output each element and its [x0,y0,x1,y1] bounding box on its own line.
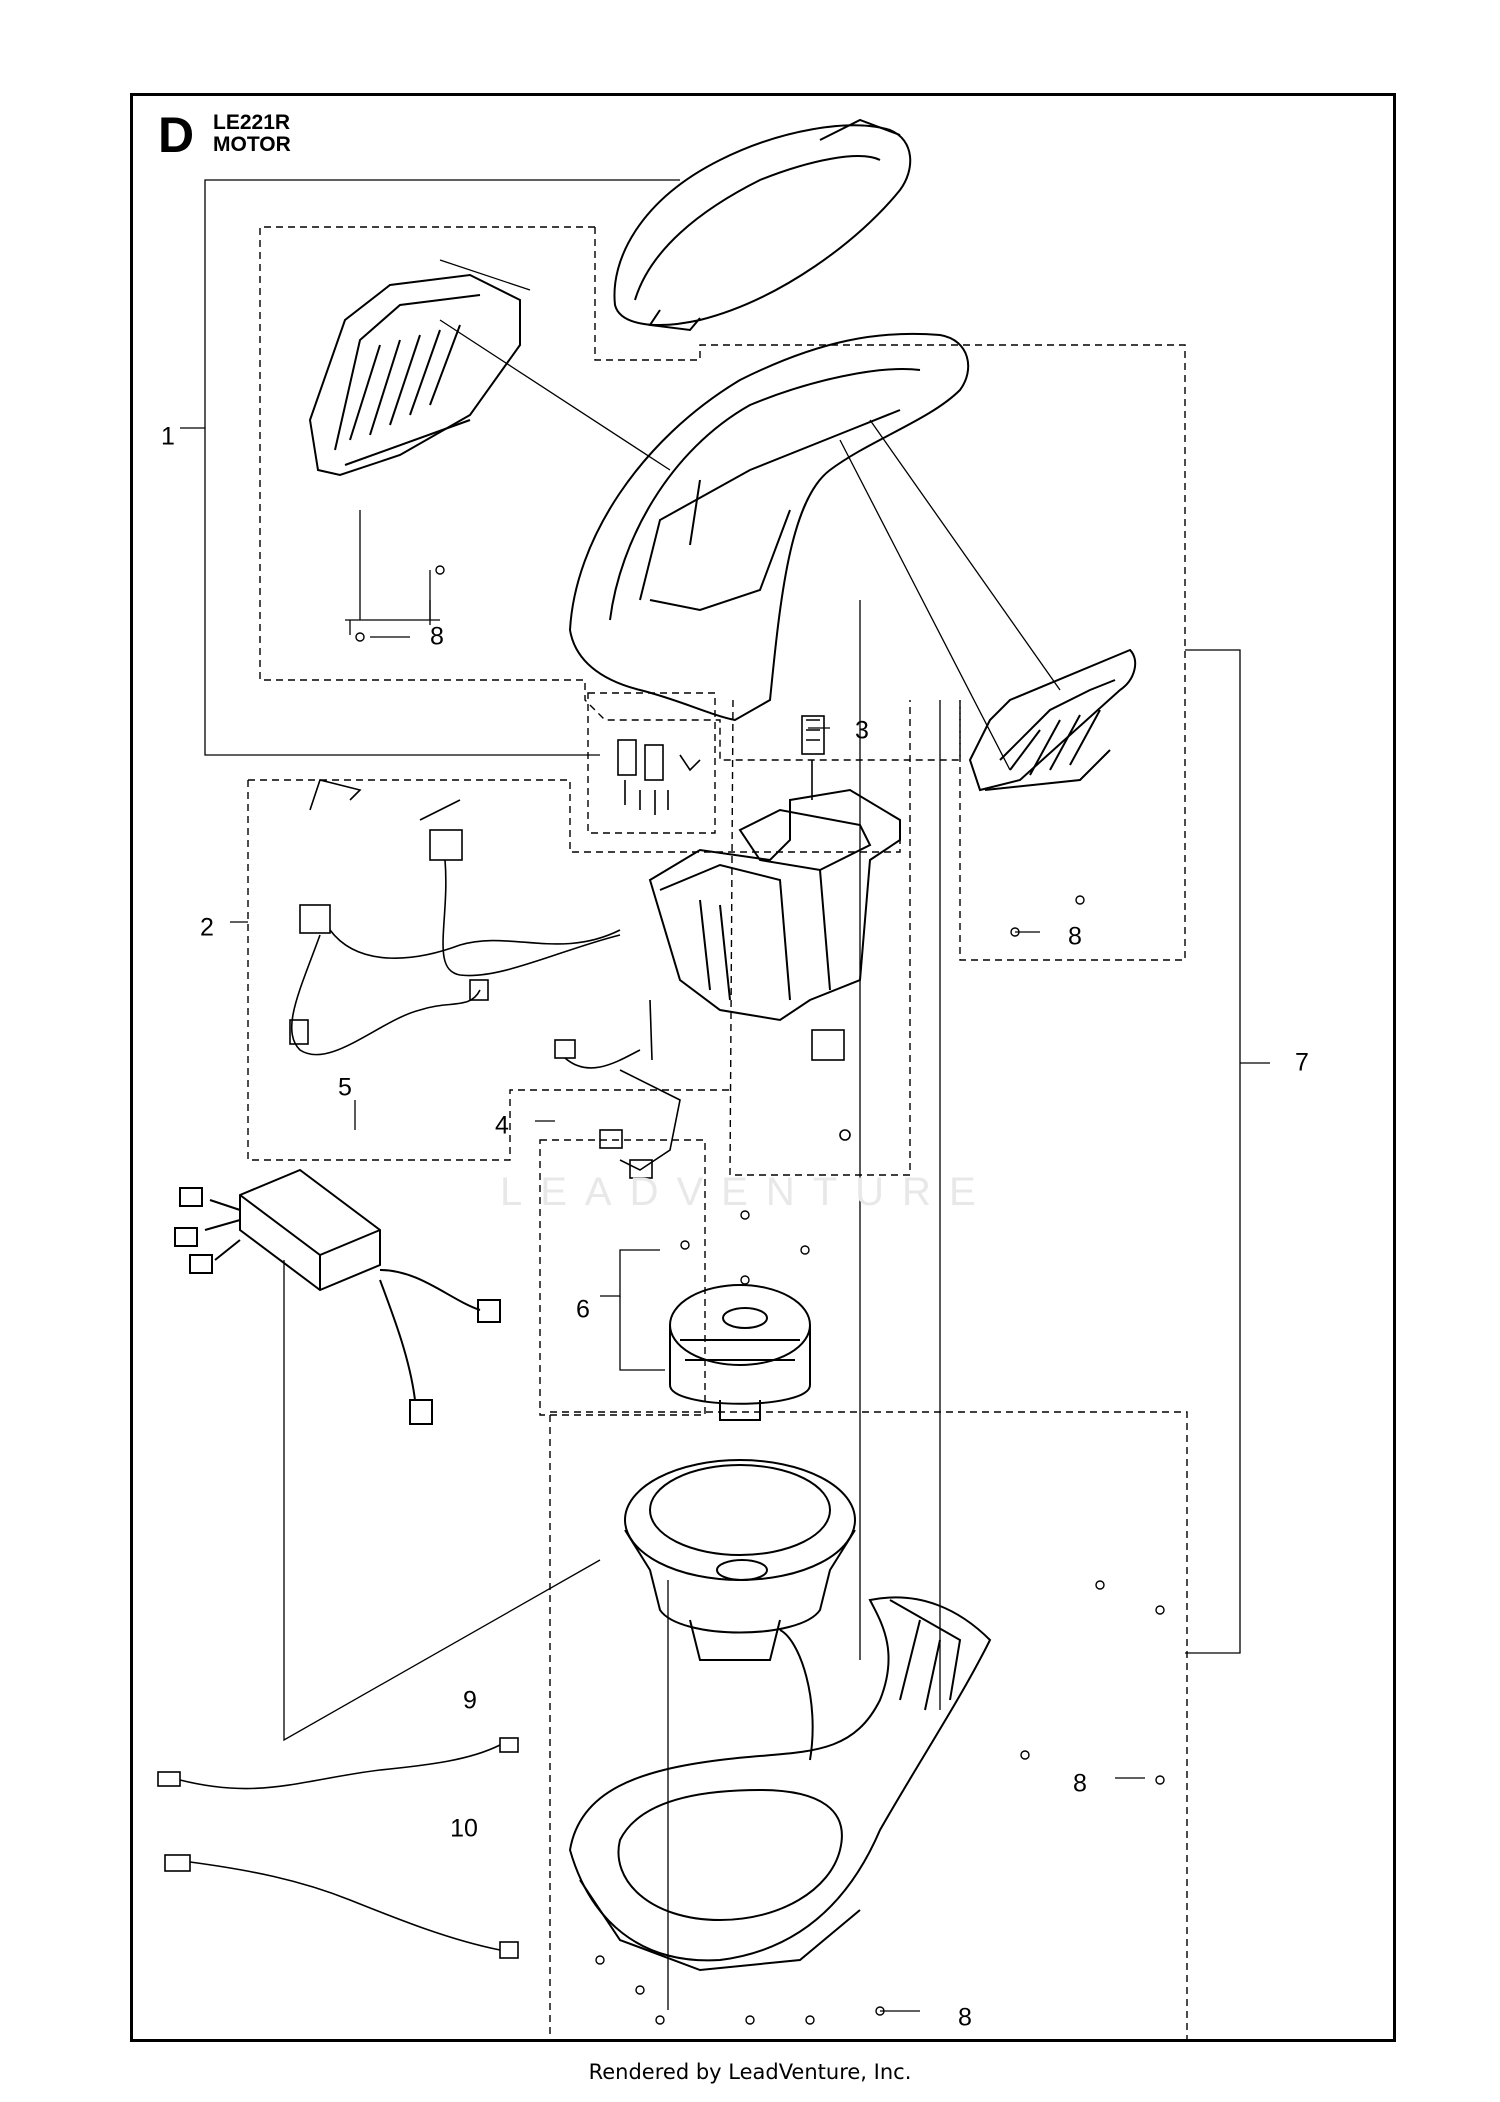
diagram-frame [130,93,1396,2042]
upper-shroud [568,332,970,722]
motor-6 [669,1284,811,1421]
footer-credit: Rendered by LeadVenture, Inc. [588,2060,912,2084]
cables [157,1737,519,1959]
watermark: LEADVENTURE [500,1170,994,1214]
module-4 [554,999,681,1179]
callout-8-bottom: 8 [958,2003,972,2032]
motor-housing [624,1459,856,1661]
model-number: LE221R [213,111,291,134]
callout-1: 1 [161,422,175,451]
switch [811,1029,851,1141]
leader-lines [180,179,1270,2012]
callout-7: 7 [1295,1048,1309,1077]
callout-9: 9 [463,1686,477,1715]
callout-10: 10 [450,1814,478,1843]
callout-3: 3 [855,716,869,745]
battery-pack-5 [174,1168,501,1425]
top-cover [613,118,912,332]
right-side-panel [968,648,1137,792]
lower-housing [568,1596,992,1972]
callout-5: 5 [338,1073,352,1102]
battery-housing [648,788,901,1022]
callout-4: 4 [495,1111,509,1140]
group-boxes [247,226,1188,2041]
connector-3 [801,715,825,800]
diagram-title: LE221R MOTOR [213,111,291,157]
callout-8-lower-right: 8 [1073,1769,1087,1798]
callout-8-upper-left: 8 [430,622,444,651]
callout-6: 6 [576,1295,590,1324]
switch-parts [617,739,701,815]
section-letter: D [158,107,195,163]
left-side-panel [308,273,521,477]
assembly-name: MOTOR [213,133,291,157]
screws [355,565,1165,2025]
callout-8-right-panel: 8 [1068,922,1082,951]
callout-2: 2 [200,913,214,942]
wiring-harness-2 [289,779,621,1056]
